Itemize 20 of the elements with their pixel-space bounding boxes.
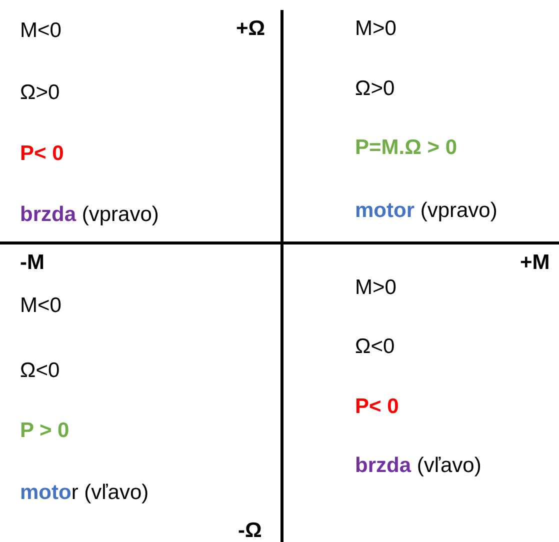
quadrant-label: motor (vľavo) bbox=[20, 480, 149, 506]
quadrant-label: M<0 bbox=[20, 293, 62, 318]
axis-label: +M bbox=[520, 250, 550, 276]
axis-label: -M bbox=[20, 250, 44, 276]
quadrant-label: Ω<0 bbox=[355, 334, 395, 360]
quadrant-label: P > 0 bbox=[20, 418, 70, 444]
quadrant-label: Ω>0 bbox=[20, 80, 60, 106]
quadrant-label: P< 0 bbox=[20, 141, 64, 166]
axis-label: -Ω bbox=[238, 518, 262, 542]
quadrant-label: brzda (vľavo) bbox=[355, 453, 482, 478]
quadrant-label: P< 0 bbox=[355, 394, 399, 420]
quadrant-label: M<0 bbox=[20, 18, 62, 44]
quadrant-label: motor (vpravo) bbox=[355, 198, 498, 224]
quadrant-label: M>0 bbox=[355, 275, 396, 300]
quadrant-label: P=M.Ω > 0 bbox=[355, 135, 458, 160]
quadrant-label: brzda (vpravo) bbox=[20, 202, 159, 228]
quadrant-label: M>0 bbox=[355, 16, 396, 42]
quadrant-label: Ω<0 bbox=[20, 358, 60, 384]
axis-label: +Ω bbox=[236, 16, 266, 42]
quadrant-label: Ω>0 bbox=[355, 76, 395, 102]
